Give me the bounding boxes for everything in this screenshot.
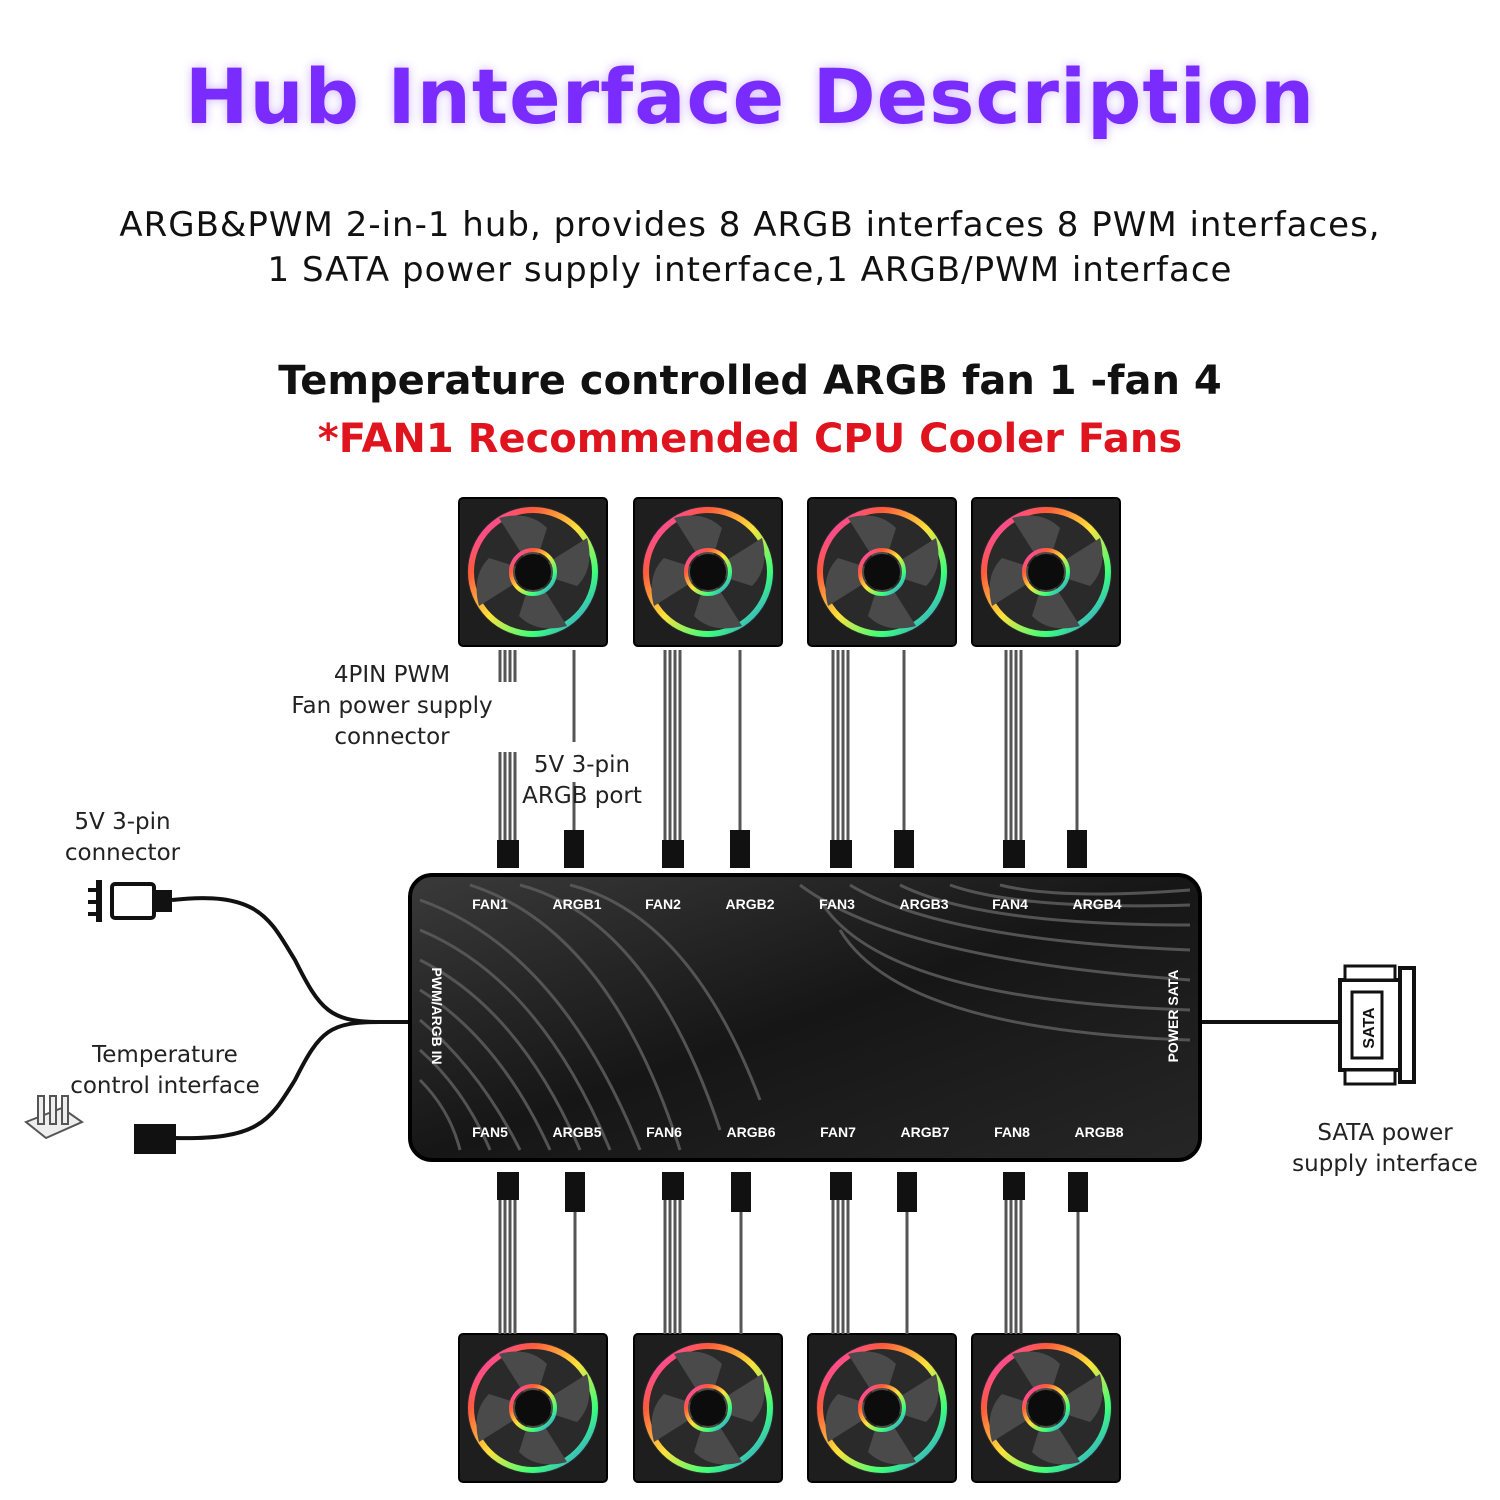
port-label-bottom: ARGB6 [726, 1124, 775, 1140]
pwm-plug-icon [1003, 1172, 1025, 1200]
hub-power-label: POWER SATA [1165, 970, 1181, 1063]
pwm-connector-callout: 4PIN PWM Fan power supply connector [262, 660, 522, 753]
page-title: Hub Interface Description [184, 52, 1316, 141]
fan-icon [972, 498, 1120, 646]
port-label-bottom: FAN7 [820, 1124, 856, 1140]
callout-line: ARGB port [522, 783, 642, 809]
heading-line-1: Temperature controlled ARGB fan 1 -fan 4 [278, 358, 1222, 404]
port-label-top: FAN4 [992, 896, 1028, 912]
port-label-top: ARGB4 [1072, 896, 1121, 912]
callout-line: SATA power [1317, 1120, 1453, 1146]
argb-plug-icon [565, 1172, 585, 1212]
hub-input-label: PWM/ARGB IN [429, 967, 445, 1064]
port-label-bottom: ARGB5 [552, 1124, 601, 1140]
callout-line: supply interface [1292, 1151, 1478, 1177]
pwm-plug-icon [497, 1172, 519, 1200]
sata-plug-icon [1338, 964, 1416, 1086]
temp-interface-callout: Temperature control interface [60, 1040, 270, 1102]
pwm-plug-icon [1003, 840, 1025, 868]
callout-line: 5V 3-pin [533, 752, 631, 778]
callout-line: control interface [70, 1073, 260, 1099]
fan-icon [634, 1334, 782, 1482]
callout-line: 4PIN PWM [333, 662, 451, 688]
argb-plug-icon [1068, 1172, 1088, 1212]
pwm-plug-icon [497, 840, 519, 868]
sata-connector-label: SATA [1361, 1007, 1378, 1049]
argb-plug-icon [564, 830, 584, 868]
port-label-bottom: FAN6 [646, 1124, 682, 1140]
fan-icon [459, 498, 607, 646]
port-label-top: ARGB2 [725, 896, 774, 912]
port-label-bottom: ARGB8 [1074, 1124, 1123, 1140]
pwm-plug-icon [134, 1124, 176, 1154]
argb-plug-icon [730, 830, 750, 868]
callout-line: connector [334, 724, 450, 750]
fan-icon [972, 1334, 1120, 1482]
port-label-top: FAN2 [645, 896, 681, 912]
port-label-top: FAN3 [819, 896, 855, 912]
temp-probe-icon [24, 1095, 85, 1140]
argb-plug-icon [1067, 830, 1087, 868]
hub-body [408, 873, 1202, 1162]
callout-line: 5V 3-pin [74, 809, 171, 835]
pwm-plug-icon [830, 1172, 852, 1200]
fan-icon [459, 1334, 607, 1482]
fan-icon [634, 498, 782, 646]
argb-plug-icon [88, 880, 172, 922]
argb-plug-icon [731, 1172, 751, 1212]
description-line-1: ARGB&PWM 2-in-1 hub, provides 8 ARGB int… [119, 205, 1381, 245]
callout-line: Fan power supply [291, 693, 493, 719]
port-label-top: ARGB3 [899, 896, 948, 912]
port-label-bottom: FAN8 [994, 1124, 1030, 1140]
callout-line: connector [64, 840, 181, 866]
argb-plug-icon [897, 1172, 917, 1212]
argb-plug-icon [894, 830, 914, 868]
port-label-top: FAN1 [472, 896, 508, 912]
port-label-bottom: FAN5 [472, 1124, 508, 1140]
pwm-plug-icon [662, 840, 684, 868]
pwm-plug-icon [830, 840, 852, 868]
fan-icon [808, 498, 956, 646]
fan-icon [808, 1334, 956, 1482]
port-label-bottom: ARGB7 [900, 1124, 949, 1140]
callout-line: Temperature [92, 1042, 238, 1068]
argb-port-callout: 5V 3-pin ARGB port [512, 750, 652, 812]
connector-5v-callout: 5V 3-pin connector [50, 807, 195, 869]
pwm-plug-icon [662, 1172, 684, 1200]
sata-interface-callout: SATA power supply interface [1280, 1118, 1490, 1180]
description-line-2: 1 SATA power supply interface,1 ARGB/PWM… [267, 250, 1233, 290]
port-label-top: ARGB1 [552, 896, 601, 912]
heading-line-2: *FAN1 Recommended CPU Cooler Fans [317, 416, 1183, 462]
